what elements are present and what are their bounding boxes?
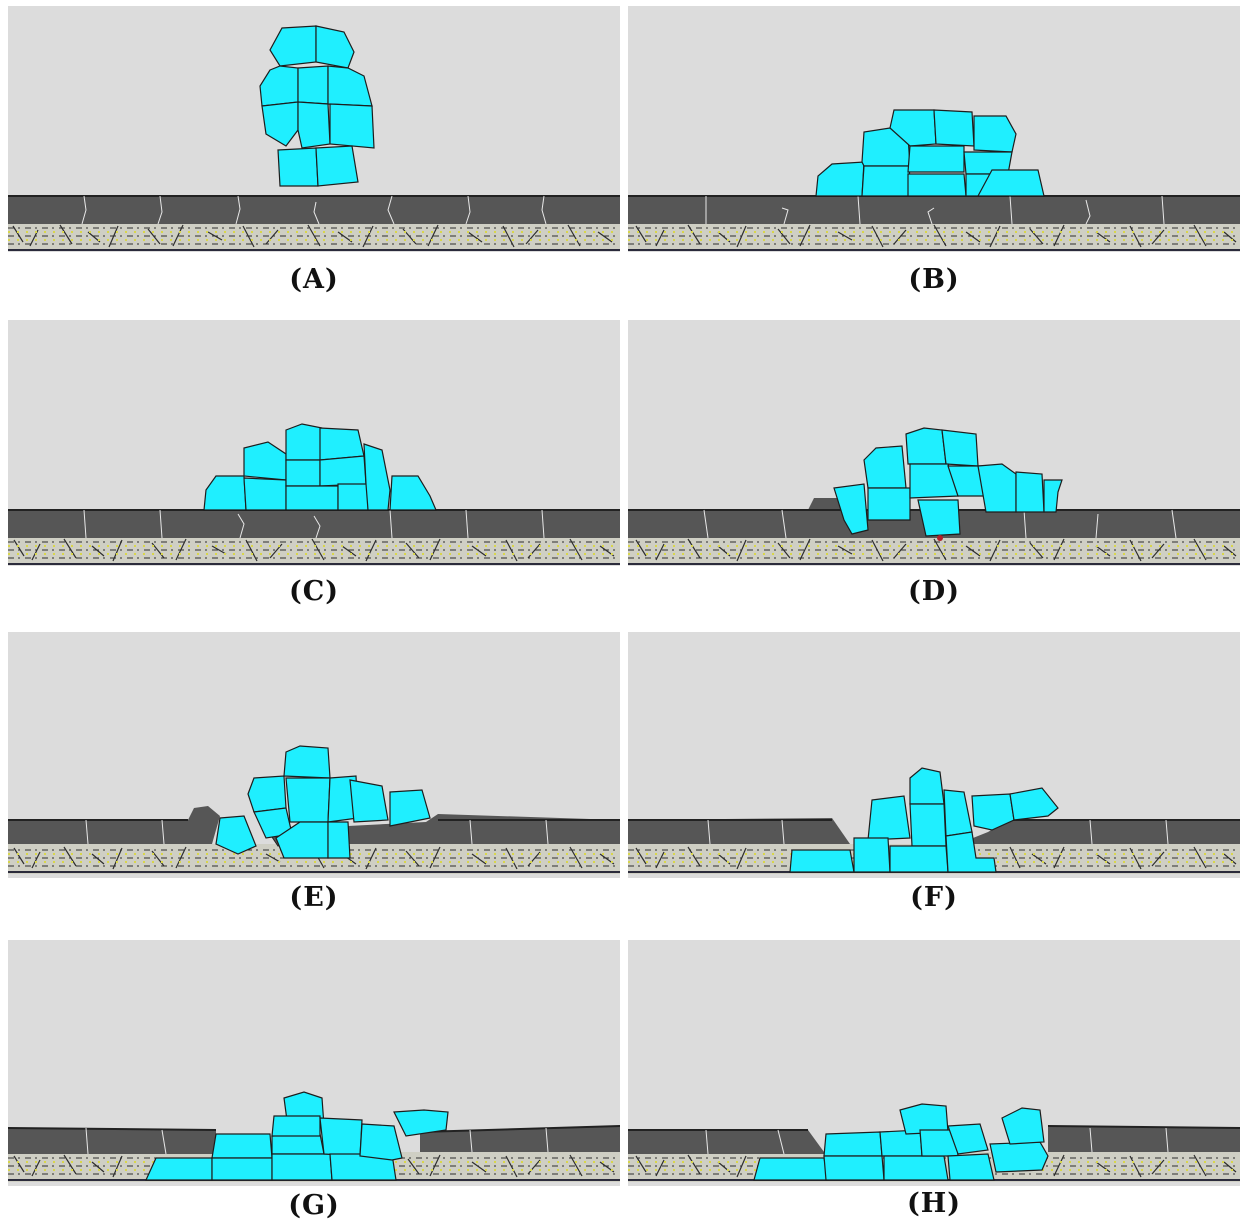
panel-d <box>628 320 1240 566</box>
block-cluster <box>815 109 1045 197</box>
block-cluster <box>753 1103 1049 1181</box>
panel-e-caption: (E) <box>289 882 339 913</box>
panel-c <box>8 320 620 566</box>
panel-d-caption: (D) <box>908 576 960 607</box>
panel-f-caption: (F) <box>910 882 958 913</box>
panel-g <box>8 940 620 1186</box>
panel-a <box>8 6 620 252</box>
panel-d-canvas <box>628 320 1240 566</box>
panel-b-caption: (B) <box>908 264 960 295</box>
panel-a-canvas <box>8 6 620 252</box>
soil-layer <box>628 538 1240 565</box>
panel-a-caption: (A) <box>289 264 339 295</box>
panel-e-canvas <box>8 632 620 878</box>
slab-layer <box>8 195 620 225</box>
panel-b <box>628 6 1240 252</box>
panel-h <box>628 940 1240 1186</box>
damage-marker <box>937 535 943 541</box>
block-cluster <box>215 745 431 859</box>
slab-layer <box>8 509 620 539</box>
soil-layer <box>8 844 620 874</box>
block-cluster <box>145 1091 449 1181</box>
panel-b-canvas <box>628 6 1240 252</box>
panel-h-canvas <box>628 940 1240 1186</box>
slab-layer <box>628 195 1240 225</box>
soil-layer <box>8 538 620 565</box>
slab-layer <box>628 818 1240 845</box>
soil-layer <box>8 224 620 251</box>
panel-c-caption: (C) <box>288 576 340 607</box>
slab-layer <box>628 1125 1240 1155</box>
panel-g-canvas <box>8 940 620 1186</box>
block-cluster <box>789 767 1059 873</box>
soil-layer <box>628 224 1240 251</box>
block-cluster <box>203 423 437 511</box>
panel-h-caption: (H) <box>906 1188 962 1219</box>
panel-c-canvas <box>8 320 620 566</box>
panel-g-caption: (G) <box>288 1190 340 1221</box>
block-cluster <box>259 25 375 187</box>
slab-layer <box>8 1125 620 1155</box>
panel-f <box>628 632 1240 878</box>
panel-e <box>8 632 620 878</box>
block-cluster <box>833 427 1063 537</box>
panel-f-canvas <box>628 632 1240 878</box>
